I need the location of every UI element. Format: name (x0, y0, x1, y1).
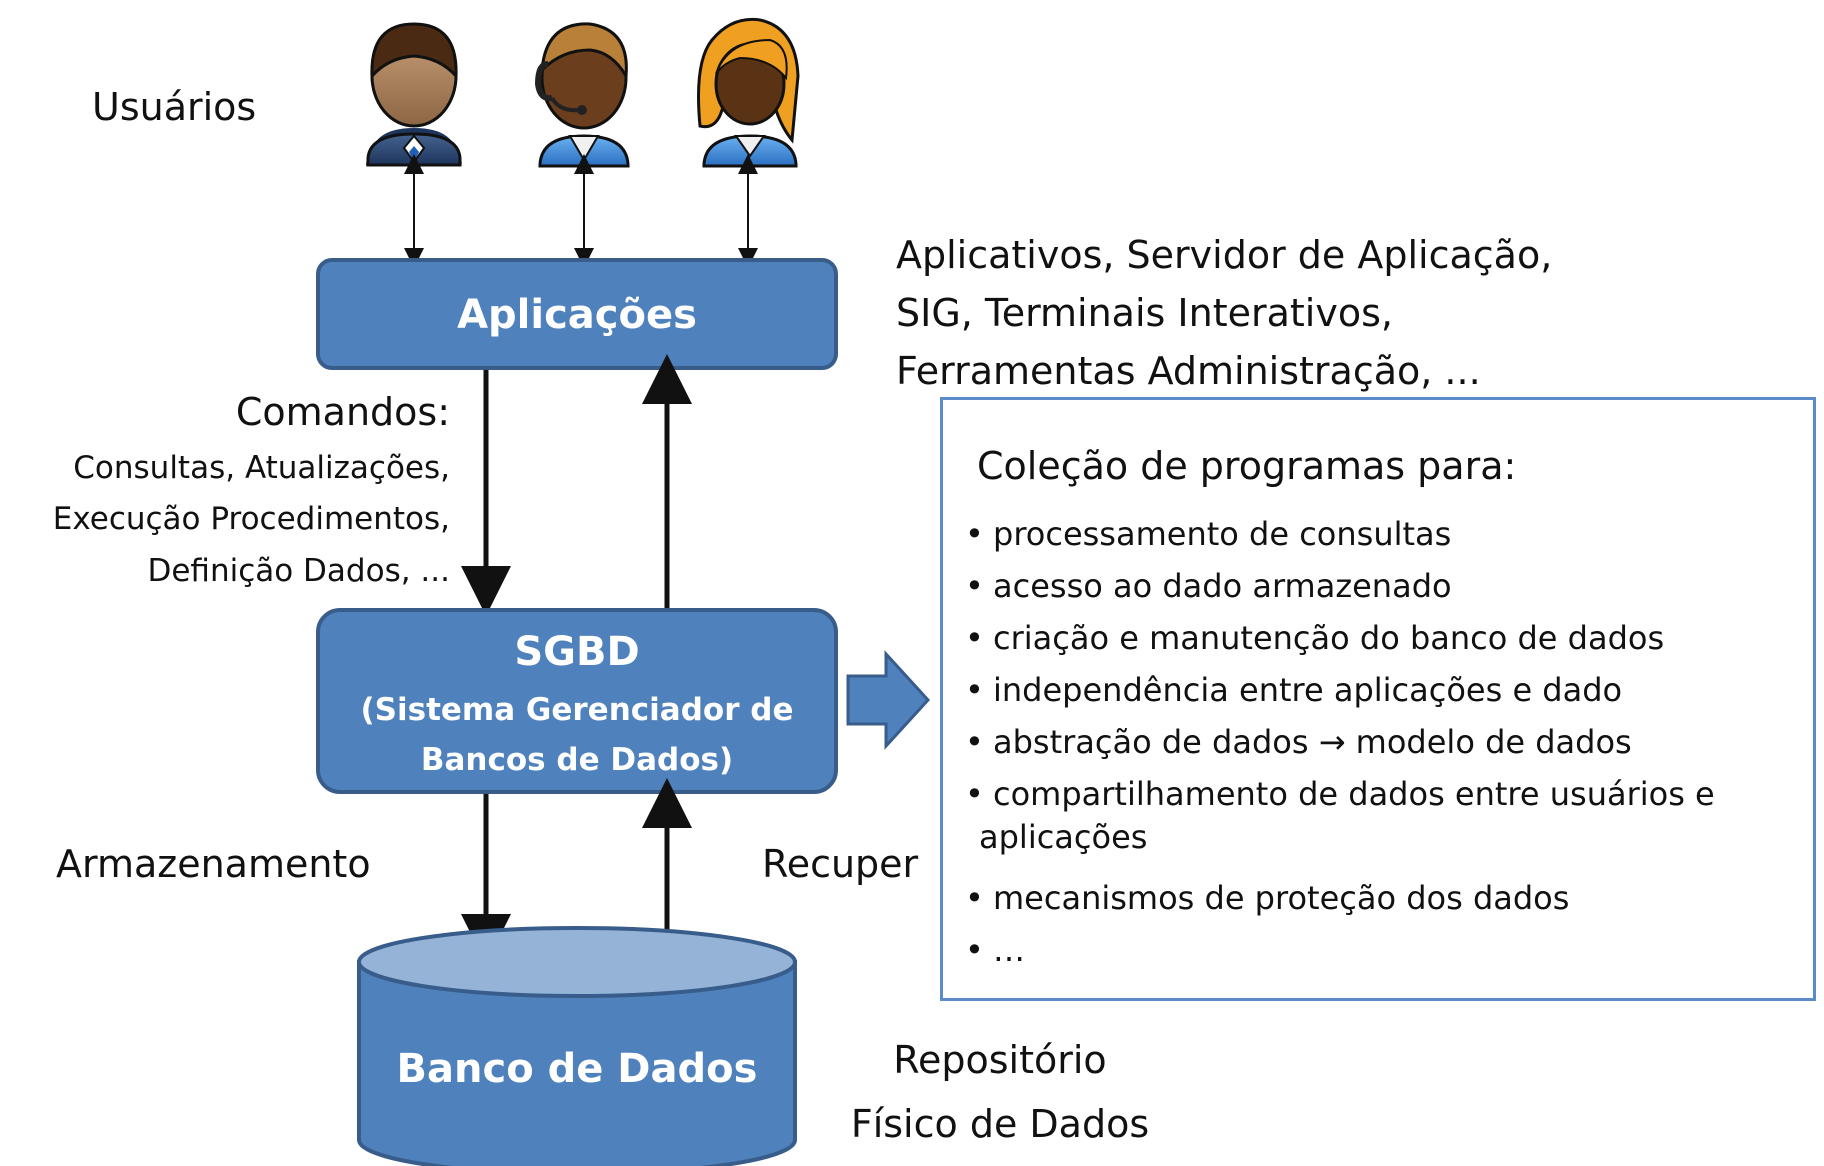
programs-heading: Coleção de programas para: (977, 444, 1517, 488)
commands-title: Comandos: (235, 390, 450, 434)
list-item-text: abstração de dados → modelo de dados (993, 723, 1632, 761)
database-title: Banco de Dados (396, 1046, 758, 1092)
user-headset-icon (534, 22, 630, 168)
list-item-text: mecanismos de proteção dos dados (993, 879, 1570, 917)
bullet-glyph: • (965, 775, 984, 813)
bullet-glyph: • (965, 619, 984, 657)
list-item: •… (965, 924, 1805, 976)
applications-note-line-2: SIG, Terminais Interativos, (896, 291, 1393, 335)
commands-line-2: Execução Procedimentos, (52, 501, 450, 537)
user-woman-icon (697, 17, 800, 168)
bullet-glyph: • (965, 515, 984, 553)
list-item: •compartilhamento de dados entre usuário… (965, 768, 1805, 820)
programs-box: Coleção de programas para: •processament… (940, 397, 1816, 1001)
sgbd-to-programs-arrow (846, 650, 931, 750)
list-item-text: processamento de consultas (993, 515, 1452, 553)
database-cylinder (357, 926, 797, 1166)
sgbd-subtitle-line-2: Bancos de Dados) (420, 742, 734, 778)
storage-label: Armazenamento (56, 842, 371, 886)
list-item-text: … (993, 931, 1025, 969)
list-item: •criação e manutenção do banco de dados (965, 612, 1805, 664)
bullet-glyph: • (965, 879, 984, 917)
applications-note-line-1: Aplicativos, Servidor de Aplicação, (896, 233, 1553, 277)
list-item: •mecanismos de proteção dos dados (965, 872, 1805, 924)
commands-line-1: Consultas, Atualizações, (73, 450, 450, 486)
applications-note-line-3: Ferramentas Administração, ... (896, 349, 1481, 393)
list-item: •independência entre aplicações e dado (965, 664, 1805, 716)
sgbd-title: SGBD (514, 629, 640, 675)
list-item-text: criação e manutenção do banco de dados (993, 619, 1665, 657)
database-note-line-1: Repositório (893, 1038, 1107, 1082)
bullet-glyph: • (965, 931, 984, 969)
applications-title: Aplicações (457, 292, 697, 338)
bullet-glyph: • (965, 671, 984, 709)
list-item: •processamento de consultas (965, 508, 1805, 560)
programs-list: •processamento de consultas •acesso ao d… (965, 508, 1805, 976)
bullet-glyph: • (965, 723, 984, 761)
retrieval-label: Recuper (762, 842, 919, 886)
commands-line-3: Definição Dados, ... (147, 553, 450, 589)
sgbd-box (316, 608, 838, 794)
list-item: •acesso ao dado armazenado (965, 560, 1805, 612)
applications-box (316, 258, 838, 370)
database-note-line-2: Físico de Dados (850, 1102, 1150, 1146)
users-label: Usuários (92, 85, 257, 129)
bullet-glyph: • (965, 567, 984, 605)
user-businessman-icon (366, 22, 462, 167)
list-item-continuation: aplicações (979, 818, 1148, 856)
list-item-text: independência entre aplicações e dado (993, 671, 1623, 709)
list-item-text: compartilhamento de dados entre usuários… (993, 775, 1715, 813)
list-item: •abstração de dados → modelo de dados (965, 716, 1805, 768)
sgbd-subtitle-line-1: (Sistema Gerenciador de (360, 692, 794, 728)
list-item-text: acesso ao dado armazenado (993, 567, 1452, 605)
